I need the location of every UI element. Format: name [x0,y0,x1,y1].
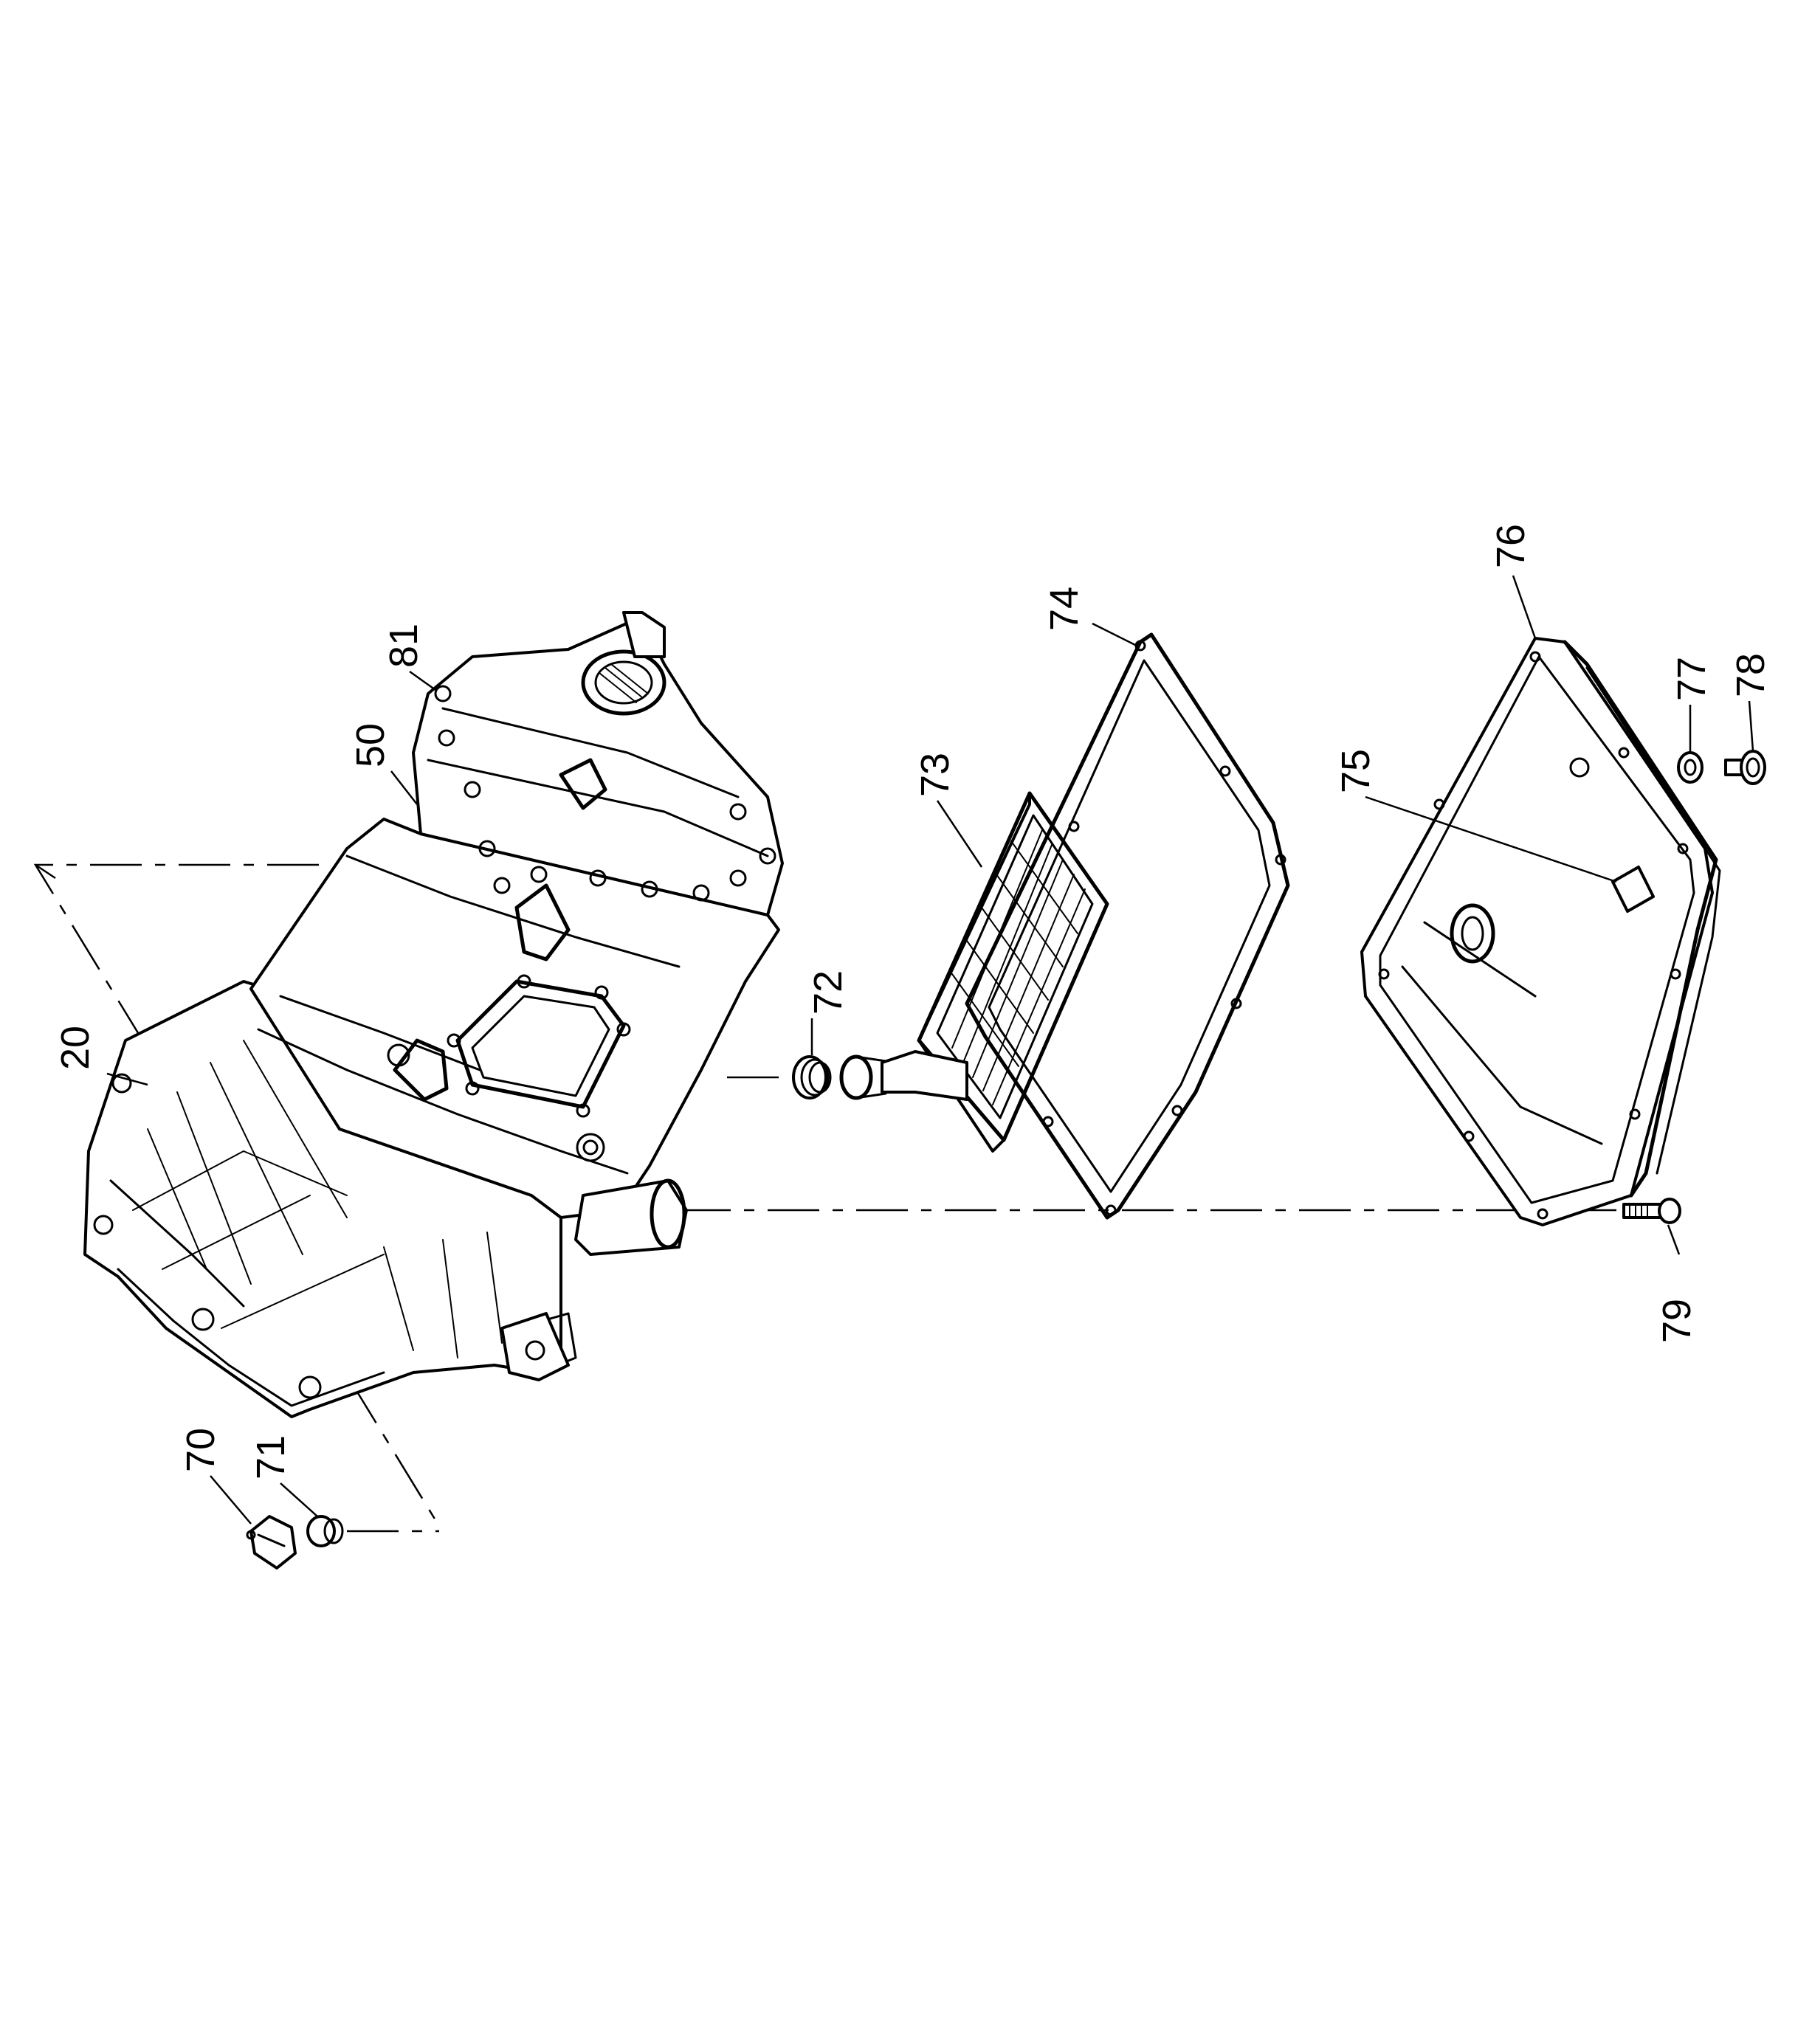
main-case [249,818,780,1219]
part-77-washer [1677,751,1704,784]
part-70-sensor [246,1515,297,1570]
callout-74: 74 [1042,587,1086,631]
bolt-ring [434,685,776,902]
callout-76: 76 [1489,524,1533,568]
part-71-seal [306,1515,344,1547]
leader-lines [106,575,1754,1525]
callout-75: 75 [1334,749,1378,793]
callout-77: 77 [1670,657,1714,701]
callouts: 20 50 70 71 72 73 74 75 76 77 78 79 81 [53,524,1773,1480]
part-76-oil-pan [1360,637,1721,1226]
part-73-filter [839,791,1109,1153]
callout-72: 72 [806,970,850,1015]
callout-20: 20 [53,1026,97,1070]
part-75-magnet [1611,866,1655,913]
extension-housing [412,618,784,916]
callout-71: 71 [249,1435,293,1480]
part-79-bolt [1622,1198,1681,1224]
callout-70: 70 [179,1428,223,1472]
part-72-o-ring [792,1055,832,1099]
transmission-assembly [83,611,784,1418]
callout-79: 79 [1655,1299,1699,1343]
callout-50: 50 [348,723,393,767]
callout-81: 81 [382,624,426,668]
callout-73: 73 [913,753,957,797]
part-74-gasket [965,632,1290,1220]
callout-78: 78 [1729,653,1773,697]
part-78-drain-plug [1724,750,1766,785]
